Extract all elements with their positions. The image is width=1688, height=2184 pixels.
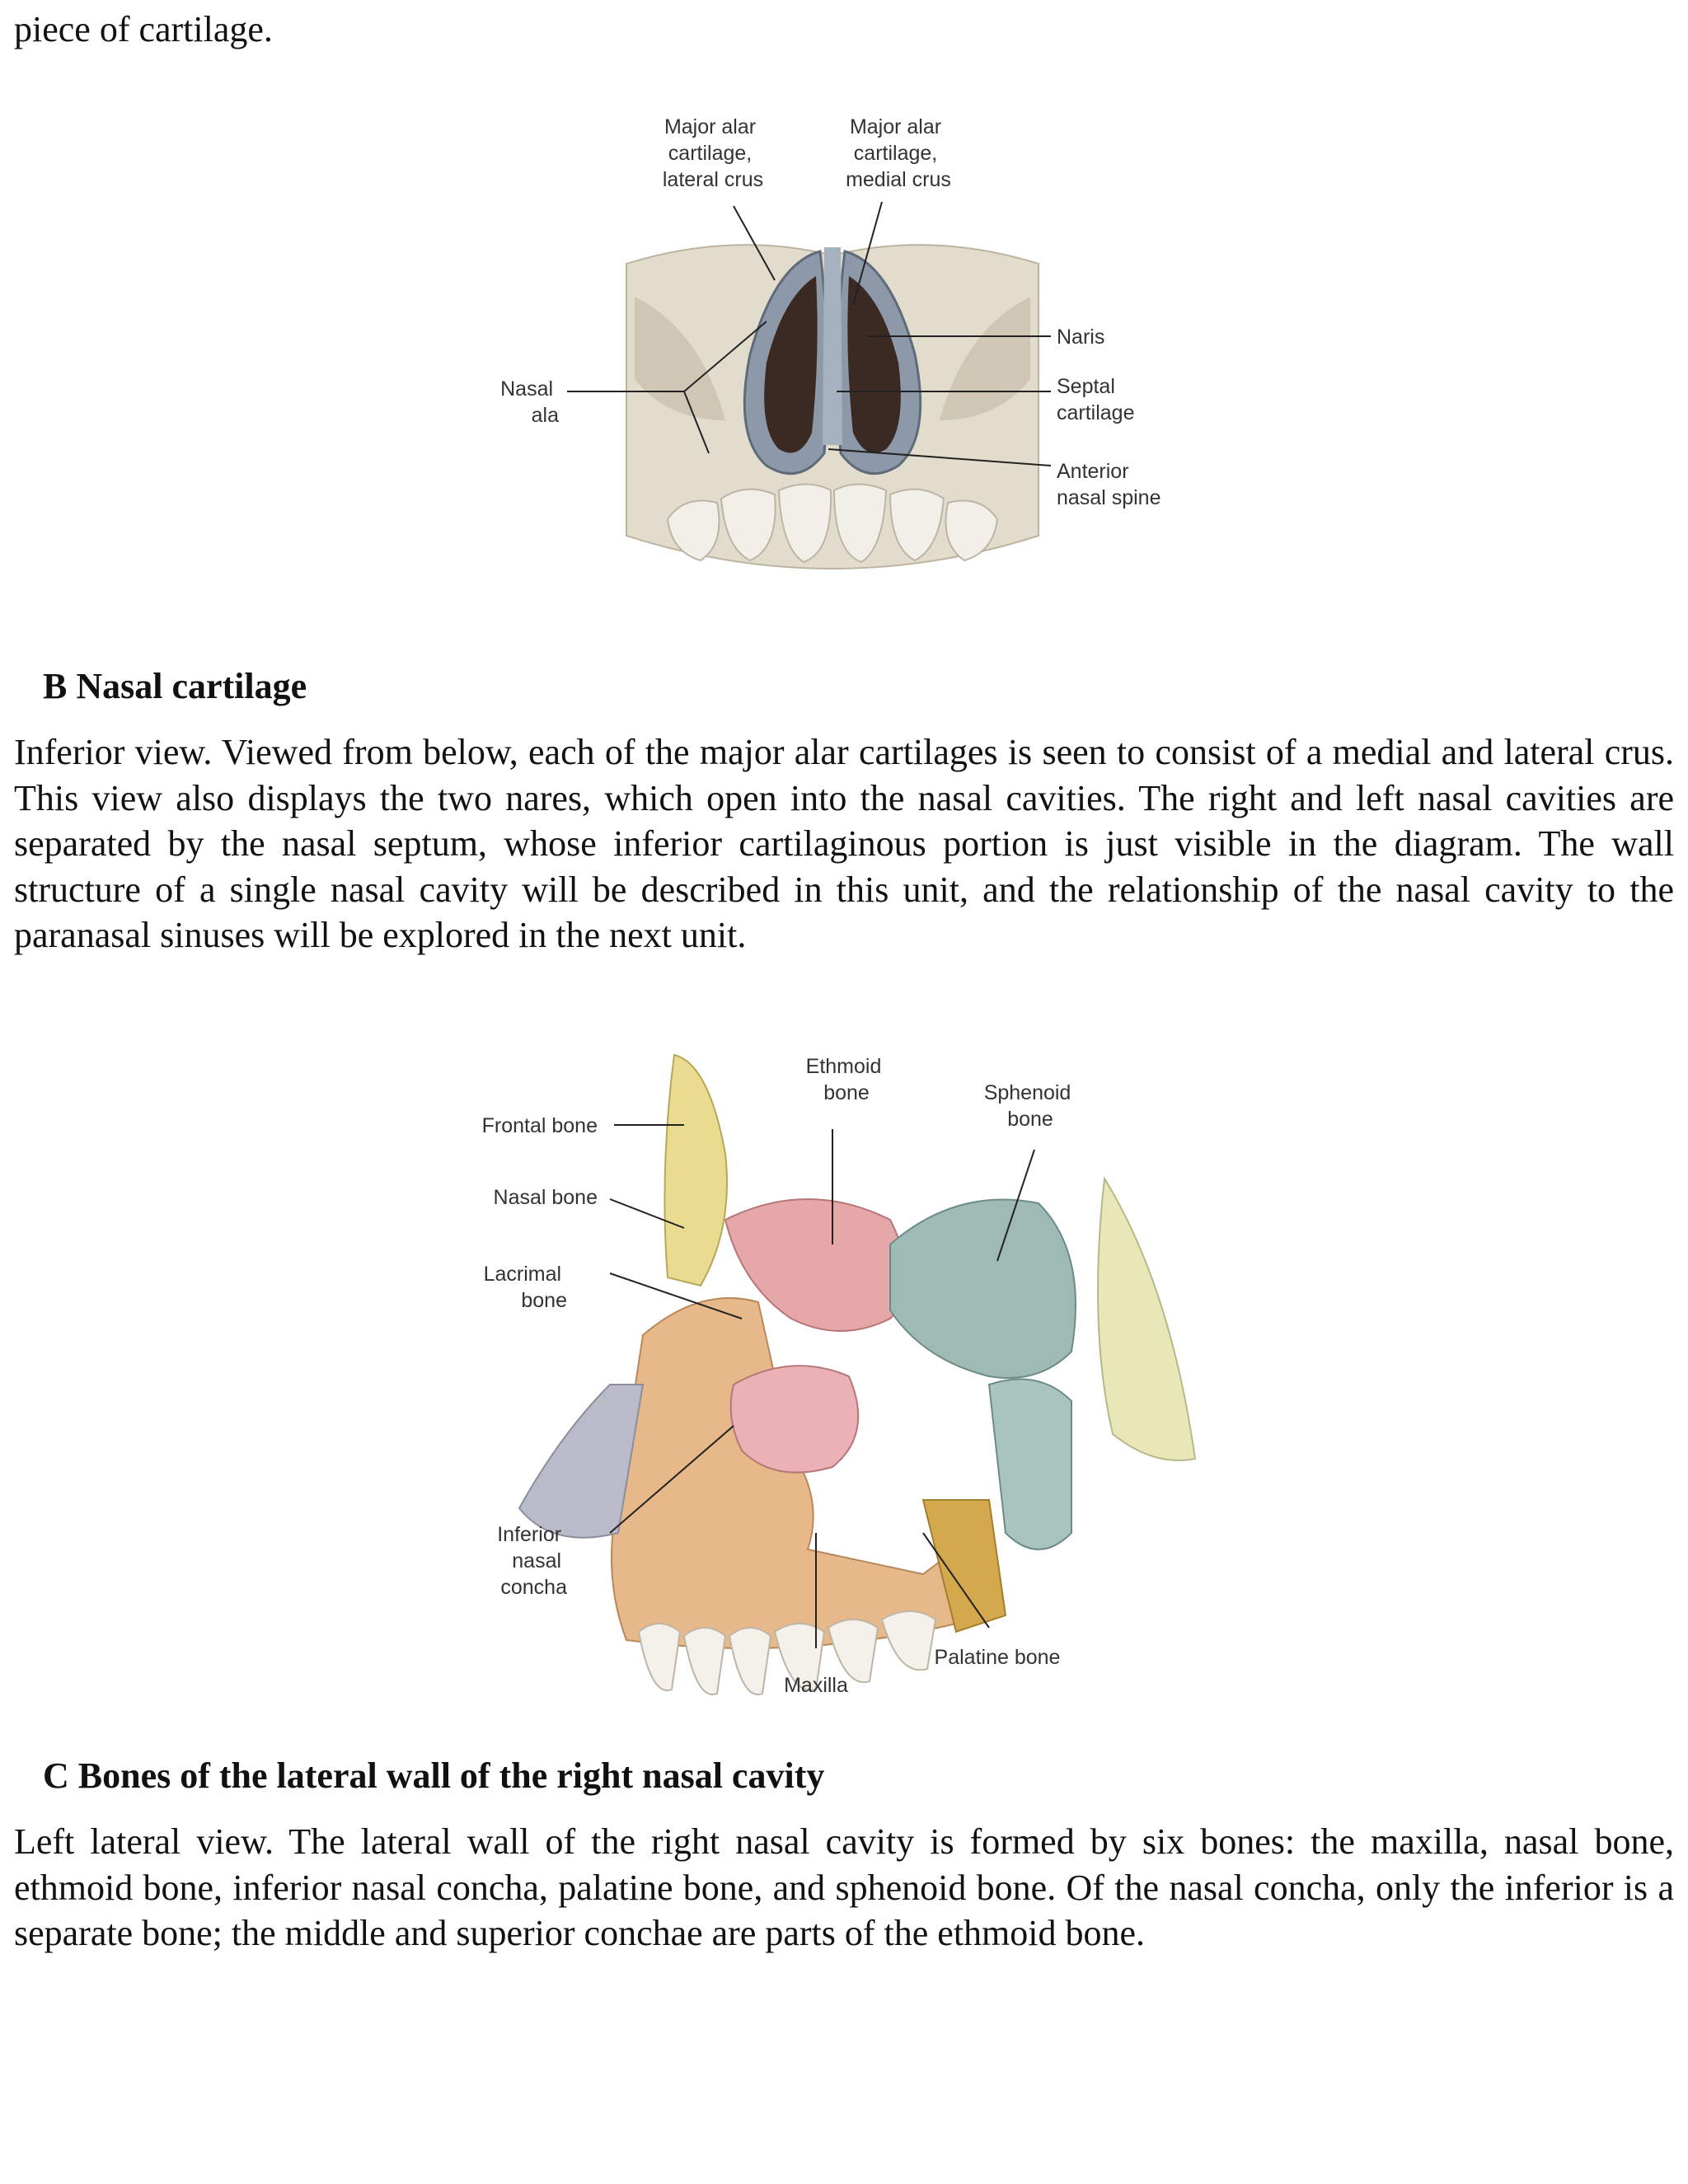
- label-major-alar-lateral-crus: Major alar cartilage, lateral crus: [663, 115, 763, 191]
- label-sphenoid-bone: Sphenoid bone: [984, 1081, 1077, 1131]
- figure-c-lateral-wall-bones: Ethmoid bone Sphenoid bone Frontal bone …: [462, 1038, 1253, 1714]
- label-inferior-nasal-concha: Inferior nasal concha: [497, 1523, 567, 1599]
- label-septal-cartilage: Septal cartilage: [1057, 375, 1135, 424]
- figure-c-caption-text: Left lateral view. The lateral wall of t…: [14, 1821, 1674, 1953]
- label-ethmoid-bone: Ethmoid bone: [806, 1055, 888, 1104]
- label-naris: Naris: [1057, 326, 1104, 349]
- label-major-alar-medial-crus: Major alar cartilage, medial crus: [846, 115, 951, 191]
- top-text-line: piece of cartilage.: [14, 9, 273, 49]
- label-frontal-bone: Frontal bone: [482, 1114, 598, 1137]
- figure-b-caption-title: B Nasal cartilage: [43, 666, 307, 706]
- label-maxilla: Maxilla: [784, 1674, 848, 1697]
- figure-b-caption-text: Inferior view. Viewed from below, each o…: [14, 732, 1674, 955]
- label-anterior-nasal-spine: Anterior nasal spine: [1057, 460, 1160, 509]
- label-palatine-bone: Palatine bone: [935, 1646, 1061, 1669]
- label-nasal-bone: Nasal bone: [494, 1186, 598, 1209]
- figure-c-caption-title: C Bones of the lateral wall of the right…: [43, 1755, 825, 1796]
- label-lacrimal-bone: Lacrimal bone: [484, 1263, 567, 1312]
- label-nasal-ala: Nasal ala: [500, 377, 559, 427]
- figure-c-illustration: Ethmoid bone Sphenoid bone Frontal bone …: [482, 1053, 1197, 1697]
- figure-b-nasal-cartilage: Major alar cartilage, lateral crus Major…: [462, 107, 1203, 610]
- figure-b-illustration: Major alar cartilage, lateral crus Major…: [500, 115, 1160, 569]
